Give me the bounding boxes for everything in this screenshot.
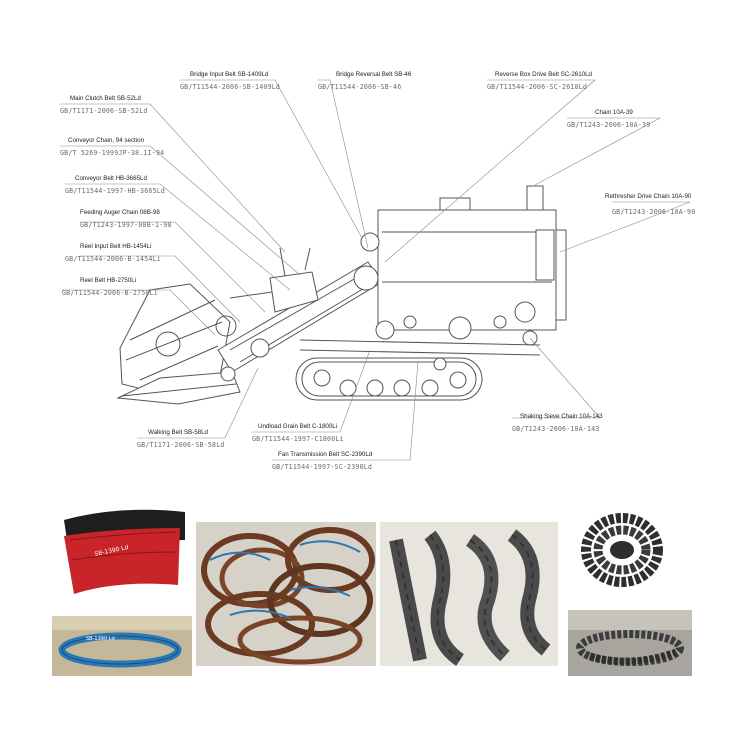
callout-title-reel-input-belt: Reel Input Belt HB-1454Li xyxy=(80,243,152,250)
callout-title-reel-belt: Reel Belt HB-2750Li xyxy=(80,277,136,284)
callout-code-reel-input-belt: GB/T11544-2006-B-1454Li xyxy=(65,255,161,263)
callout-code-main-clutch-belt: GB/T1171-2006-SB-52Ld xyxy=(60,107,148,115)
photo-conveyor-chain xyxy=(380,522,558,666)
leader-lines xyxy=(60,79,691,461)
callout-code-conveyor-chain: GB/T 5269-1999JP-38.1I-94 xyxy=(60,149,164,157)
callout-title-conveyor-chain: Conveyor Chain, 94 section xyxy=(68,137,145,144)
photo-blue-v-belt: SB-1390 Ld xyxy=(52,616,192,676)
callout-title-unload-grain-belt: Undload Grain Belt C-1800Li xyxy=(258,423,337,430)
callout-title-shaking-sieve-chain: Shaking Sieve Chain 10A-143 xyxy=(520,413,603,420)
callout-code-shaking-sieve-chain: GB/T1243-2006-10A-143 xyxy=(512,425,600,433)
callout-title-fan-transmission-belt: Fan Transmission Belt SC-2390Ld xyxy=(278,451,373,458)
callout-code-unload-grain-belt: GB/T11544-1997-C1800Li xyxy=(252,435,344,443)
callout-labels: Bridge Input Belt SB-1409Ld GB/T11544-20… xyxy=(60,71,695,471)
callout-title-reverse-box-drive-belt: Reverse Box Drive Belt SC-2610Ld xyxy=(495,71,593,78)
operator-station xyxy=(229,247,319,313)
photo-roller-chain xyxy=(568,610,692,676)
crawler-tracks xyxy=(295,357,483,401)
callout-title-bridge-reversal-belt: Bridge Reversal Belt SB-46 xyxy=(336,71,412,78)
callout-title-walking-belt: Walking Belt SB-58Ld xyxy=(148,429,209,436)
callout-title-conveyor-belt: Conveyor Belt HB-3665Ld xyxy=(75,175,147,182)
callout-title-feeding-auger-chain: Feeding Auger Chain 08B-98 xyxy=(80,209,160,216)
callout-code-walking-belt: GB/T1171-2006-SB-58Ld xyxy=(137,441,225,449)
callout-title-rethresher-drive-chain: Rethresher Drive Chain 10A-90 xyxy=(605,193,692,200)
photo-belt-bundle xyxy=(196,522,376,666)
thresher-body xyxy=(299,185,567,356)
callout-code-reverse-box-drive-belt: GB/T11544-2006-SC-2610Ld xyxy=(487,83,587,91)
callout-code-fan-transmission-belt: GB/T11544-1997-SC-2390Ld xyxy=(272,463,372,471)
callout-code-rethresher-drive-chain: GB/T1243-2006-10A-90 xyxy=(612,208,695,216)
callout-code-bridge-reversal-belt: GB/T11544-2006-SB-46 xyxy=(318,83,401,91)
callout-code-reel-belt: GB/T11544-2006-B-2750Li xyxy=(62,289,158,297)
callout-title-main-clutch-belt: Main Clutch Belt SB-52Ld xyxy=(70,95,141,102)
photo-coiled-chain xyxy=(568,502,678,598)
callout-code-chain-10a-39: GB/T1243-2006-10A-39 xyxy=(567,121,650,129)
reel-header xyxy=(116,283,241,405)
callout-code-bridge-input-belt: GB/T11544-2006-SB-1409Ld xyxy=(180,83,280,91)
callout-title-bridge-input-belt: Bridge Input Belt SB-1409Ld xyxy=(190,71,269,78)
callout-code-conveyor-belt: GB/T11544-1997-HB-3665Ld xyxy=(65,187,165,195)
blue-belt-print: SB-1390 Ld xyxy=(86,636,115,642)
callout-code-feeding-auger-chain: GB/T1243-1997-08B-1-98 xyxy=(80,221,172,229)
combine-harvester-drawing xyxy=(116,185,567,405)
photo-red-v-belt: SB-1390 Ld xyxy=(52,500,192,596)
callout-title-chain-10a-39: Chain 10A-39 xyxy=(595,109,633,116)
